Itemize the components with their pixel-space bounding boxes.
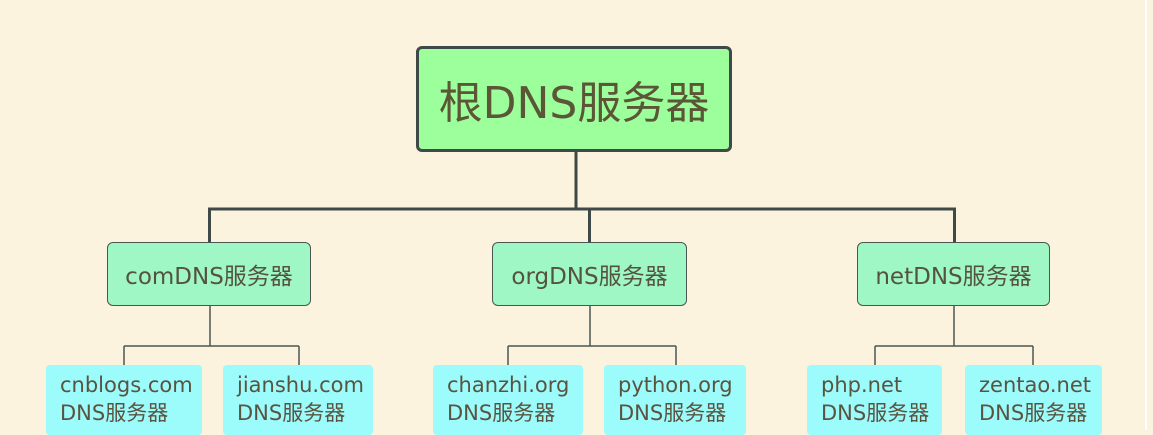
php-server-label: DNS服务器 xyxy=(821,401,930,425)
root-dns-node[interactable]: 根DNS服务器 xyxy=(416,46,732,152)
zentao-server-label: DNS服务器 xyxy=(979,401,1088,425)
com-dns-label: comDNS服务器 xyxy=(125,264,293,290)
net-dns-node[interactable]: netDNS服务器 xyxy=(857,242,1050,306)
jianshu-domain-label: jianshu.com xyxy=(237,373,364,397)
php-dns-node[interactable]: php.net DNS服务器 xyxy=(807,365,942,435)
zentao-domain-label: zentao.net xyxy=(979,373,1091,397)
net-dns-label: netDNS服务器 xyxy=(875,264,1032,290)
python-server-label: DNS服务器 xyxy=(618,401,727,425)
cnblogs-dns-node[interactable]: cnblogs.com DNS服务器 xyxy=(46,365,202,435)
python-domain-label: python.org xyxy=(618,373,733,397)
python-dns-node[interactable]: python.org DNS服务器 xyxy=(604,365,746,435)
root-dns-label: 根DNS服务器 xyxy=(438,78,710,129)
chanzhi-domain-label: chanzhi.org xyxy=(447,373,570,397)
org-dns-node[interactable]: orgDNS服务器 xyxy=(492,242,687,306)
chanzhi-dns-node[interactable]: chanzhi.org DNS服务器 xyxy=(433,365,583,435)
chanzhi-server-label: DNS服务器 xyxy=(447,401,556,425)
cnblogs-server-label: DNS服务器 xyxy=(60,401,169,425)
jianshu-dns-node[interactable]: jianshu.com DNS服务器 xyxy=(223,365,373,435)
zentao-dns-node[interactable]: zentao.net DNS服务器 xyxy=(965,365,1102,435)
org-dns-label: orgDNS服务器 xyxy=(511,264,668,290)
jianshu-server-label: DNS服务器 xyxy=(237,401,346,425)
php-domain-label: php.net xyxy=(821,373,903,397)
com-dns-node[interactable]: comDNS服务器 xyxy=(107,242,311,306)
cnblogs-domain-label: cnblogs.com xyxy=(60,373,193,397)
canvas-right-border xyxy=(1145,0,1147,430)
